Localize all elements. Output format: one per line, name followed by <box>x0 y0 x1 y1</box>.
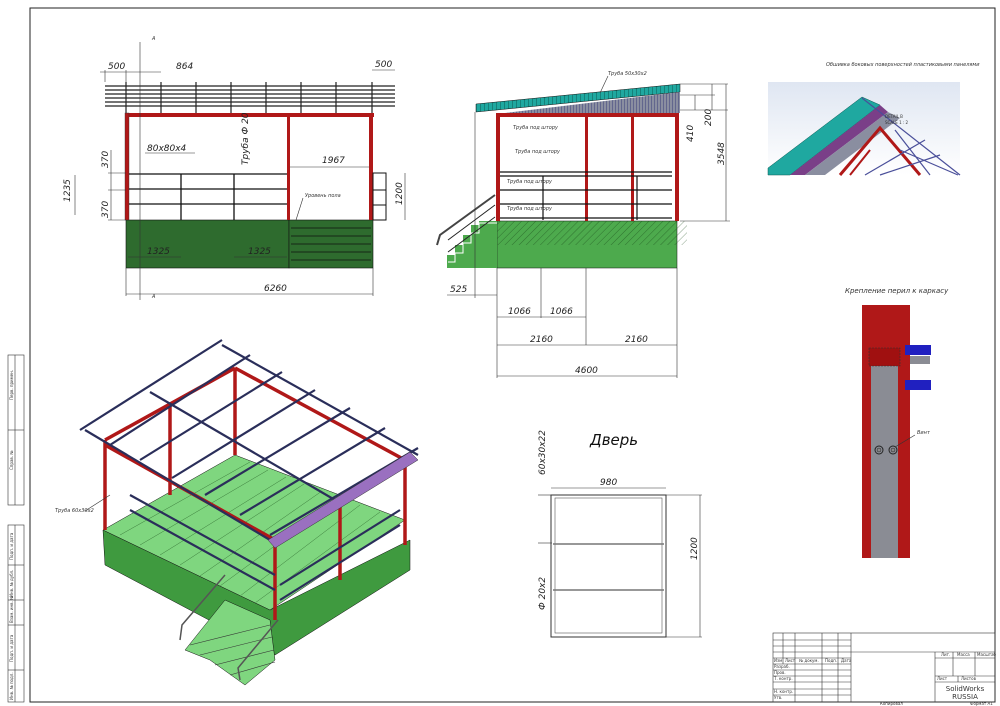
railing-detail-view: Крепление перил к каркасу Винт <box>845 287 949 558</box>
left-margin: Перв. примен. Справ. № Подп. и дата Инв.… <box>7 354 25 703</box>
detail-label: DETAIL B <box>885 114 903 119</box>
tb-role: Утв. <box>774 695 782 700</box>
tb-format: Формат A1 <box>970 701 993 706</box>
tb-lit: Лит. <box>941 652 950 657</box>
dim-post-section: 80x80x4 <box>147 144 187 154</box>
curtain-pipe-label: Труба под штору <box>507 179 553 185</box>
dim-200: 200 <box>704 109 714 126</box>
floor-level-label: Уровень пола <box>305 193 341 199</box>
margin-label: Взам. инв. № <box>9 596 14 623</box>
dim-410: 410 <box>686 125 696 142</box>
tb-header: Лист <box>785 658 796 663</box>
section-mark: A <box>151 36 156 42</box>
isometric-view: Труба 60х30х2 <box>55 339 419 686</box>
detail-caption-1: Обшивка боковых поверхностей пластиковым… <box>826 62 980 68</box>
front-view: A A 500 864 500 80x80x4 Труба Ф 20 1967 … <box>63 36 406 300</box>
tb-role: Пров. <box>774 670 786 675</box>
dim-370-bottom: 370 <box>101 201 111 218</box>
dim-2160-a: 2160 <box>530 335 553 345</box>
curtain-pipe-label: Труба под штору <box>507 206 553 212</box>
side-view: Труба 50х30х2 Труба под штору Труба под … <box>436 71 730 378</box>
pipe-label: Труба Ф 20 <box>241 112 251 165</box>
tb-role: Т. контр. <box>773 676 793 681</box>
margin-label: Инв. № дубл. <box>9 570 14 597</box>
dim-6260: 6260 <box>264 284 287 294</box>
margin-label: Подп. и дата <box>9 634 14 662</box>
dim-1200: 1200 <box>395 182 405 205</box>
tb-header: Дата <box>841 658 852 663</box>
title-block: Изм Лист № докум. Подп. Дата Разраб. Про… <box>772 632 997 706</box>
iso-pipe-label: Труба 60х30х2 <box>55 508 94 514</box>
margin-label: Справ. № <box>9 451 14 470</box>
curtain-pipe-label: Труба под штору <box>513 125 559 131</box>
scale-label: SCALE 1 : 2 <box>885 120 909 125</box>
dim-370-top: 370 <box>101 151 111 168</box>
sheet-border <box>29 7 996 703</box>
dim-864: 864 <box>176 62 193 72</box>
tb-header: Подп. <box>825 658 837 663</box>
dim-525: 525 <box>450 285 467 295</box>
tb-company: SolidWorks <box>946 685 985 693</box>
dim-500-right: 500 <box>375 60 392 70</box>
section-mark: A <box>151 294 156 300</box>
dim-3548: 3548 <box>717 142 727 165</box>
dim-2160-b: 2160 <box>625 335 648 345</box>
curtain-pipe-label: Труба под штору <box>515 149 561 155</box>
tb-scale: Масштаб <box>977 652 997 657</box>
door-frame-section: 60x30x22 <box>538 430 548 475</box>
roof-pipe-label: Труба 50х30х2 <box>608 71 647 77</box>
dim-1325-right: 1325 <box>248 247 271 257</box>
margin-label: Инв. № подл. <box>9 672 14 700</box>
margin-label: Перв. примен. <box>9 370 14 400</box>
margin-label: Подп. и дата <box>9 532 14 560</box>
door-title: Дверь <box>589 431 638 449</box>
railing-detail-title: Крепление перил к каркасу <box>845 287 949 295</box>
dim-1066-a: 1066 <box>508 307 531 317</box>
tb-sheet: Лист <box>937 676 948 681</box>
screw-label: Винт <box>917 430 931 436</box>
tb-header: Изм <box>774 658 782 663</box>
tb-role: Разраб. <box>774 664 790 669</box>
roof-detail-view: Обшивка боковых поверхностей пластиковым… <box>767 62 980 176</box>
dim-1325-left: 1325 <box>147 247 170 257</box>
door-view: Дверь 60x30x22 Ф 20x2 980 1200 <box>538 430 702 638</box>
dim-4600: 4600 <box>575 366 598 376</box>
door-rail-pipe: Ф 20x2 <box>538 577 548 610</box>
door-height: 1200 <box>690 537 700 560</box>
tb-mass: Масса <box>957 652 970 657</box>
tb-company-country: RUSSIA <box>952 693 978 701</box>
dim-500-left: 500 <box>108 62 125 72</box>
tb-header: № докум. <box>799 658 819 663</box>
door-width: 980 <box>600 478 617 488</box>
tb-copied: Копировал <box>880 701 903 706</box>
dim-1235: 1235 <box>63 179 73 202</box>
tb-role: Н. контр. <box>774 689 793 694</box>
dim-1066-b: 1066 <box>550 307 573 317</box>
tb-sheets: Листов <box>961 676 977 681</box>
dim-1967: 1967 <box>322 156 345 166</box>
